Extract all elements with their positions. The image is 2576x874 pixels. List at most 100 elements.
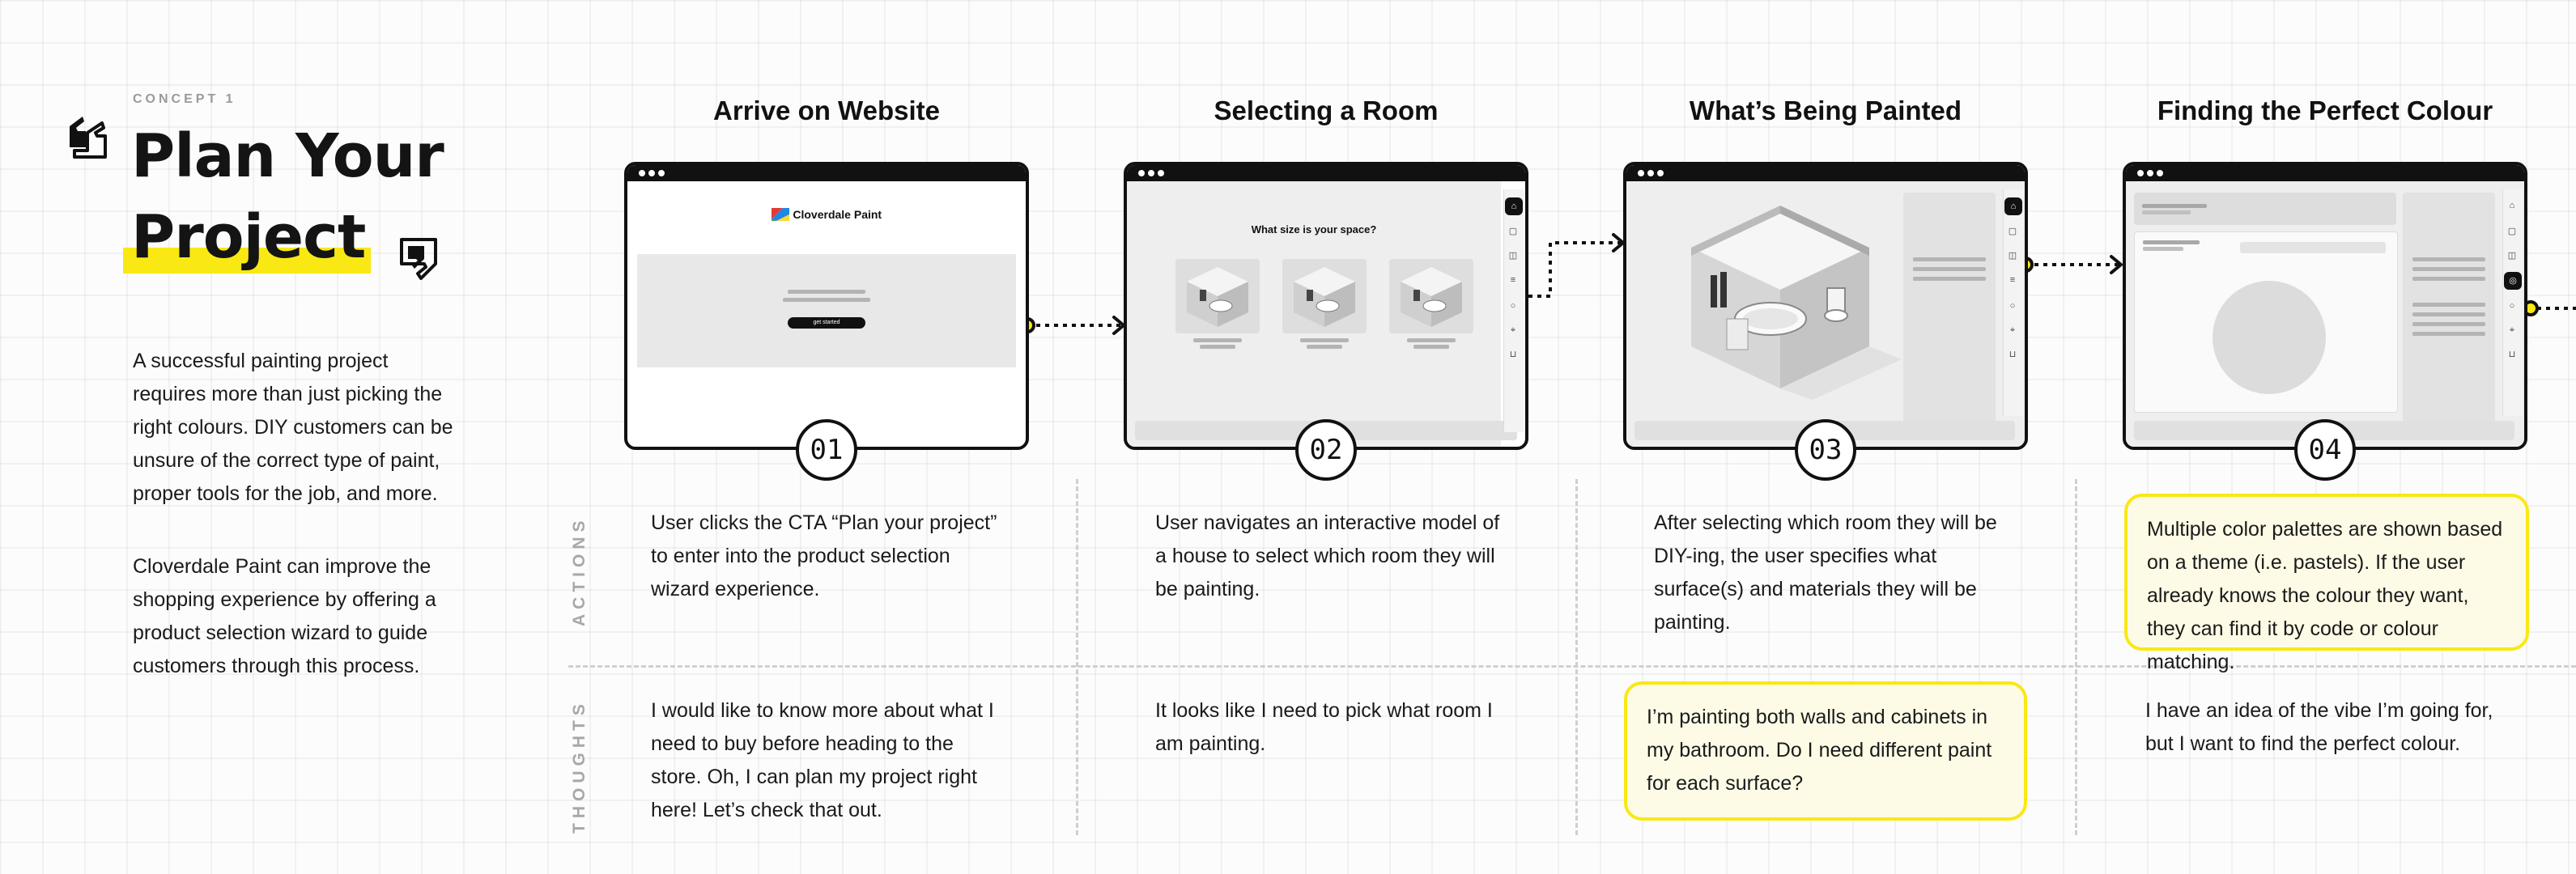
layers-icon[interactable]: ≡	[1510, 275, 1516, 285]
window-dot	[2147, 170, 2153, 176]
step-number-2: 02	[1295, 419, 1357, 481]
placeholder-line	[2412, 303, 2485, 307]
quote-close-icon	[400, 238, 437, 280]
placeholder-line	[783, 298, 870, 302]
placeholder-line	[1200, 345, 1235, 349]
search-field[interactable]	[2240, 242, 2386, 253]
lane-label-thoughts: THOUGHTS	[570, 699, 589, 834]
placeholder-line	[1913, 257, 1986, 261]
bucket-icon[interactable]: ◫	[2507, 251, 2517, 261]
content-area: What size is your space?	[1127, 181, 1517, 447]
step-number-3: 03	[1795, 419, 1856, 481]
drop-icon[interactable]: ○	[1510, 301, 1516, 311]
page-title-line1: Plan Your	[131, 121, 444, 191]
placeholder-line	[2142, 204, 2207, 208]
browser-mockup-2: What size is your space?	[1124, 162, 1528, 450]
palette-list-panel	[2403, 193, 2495, 432]
window-dot	[2137, 170, 2144, 176]
placeholder-line	[2412, 257, 2485, 261]
room-thumbnail-icon	[1294, 267, 1355, 327]
tag-icon[interactable]: ⌖	[1510, 325, 1516, 335]
page-icon[interactable]: ▢	[2008, 227, 2017, 236]
placeholder-line	[1307, 345, 1342, 349]
window-dot	[2157, 170, 2163, 176]
arrowhead-4	[2110, 255, 2123, 274]
brand-header: Cloverdale Paint	[627, 207, 1026, 222]
window-dot	[1657, 170, 1664, 176]
room-card-large[interactable]	[1389, 259, 1473, 333]
brand-name: Cloverdale Paint	[793, 207, 882, 221]
room-card-medium[interactable]	[1282, 259, 1367, 333]
palette-icon[interactable]: ◎	[2504, 272, 2522, 290]
page-icon[interactable]: ▢	[1508, 227, 1518, 236]
window-dot	[1647, 170, 1654, 176]
placeholder-line	[2143, 247, 2183, 251]
column-divider	[1575, 479, 1578, 835]
tool-sidebar: ⌂ ▢ ◫ ◎ ○ ⌖ ⊔	[2502, 189, 2523, 416]
home-icon[interactable]: ⌂	[1505, 197, 1523, 215]
window-dot	[1148, 170, 1154, 176]
step-title-2: Selecting a Room	[1214, 95, 1439, 125]
action-text-3: After selecting which room they will be …	[1654, 511, 1997, 634]
column-divider	[2075, 479, 2077, 835]
drop-icon[interactable]: ○	[2509, 301, 2515, 311]
lane-label-actions: ACTIONS	[570, 515, 589, 627]
page-icon[interactable]: ▢	[2507, 227, 2517, 236]
window-dot	[639, 170, 645, 176]
step-title-4: Finding the Perfect Colour	[2157, 95, 2493, 125]
tag-icon[interactable]: ⌖	[2009, 325, 2016, 335]
placeholder-line	[1413, 345, 1449, 349]
thought-text-3-callout: I’m painting both walls and cabinets in …	[1624, 681, 2027, 821]
browser-titlebar	[1127, 165, 1525, 181]
thought-text-4: I have an idea of the vibe I’m going for…	[2145, 699, 2493, 755]
get-started-button[interactable]: get started	[788, 317, 865, 329]
browser-mockup-3: ⌂ ▢ ◫ ≡ ○ ⌖ ⊔	[1623, 162, 2028, 450]
room-thumbnail-icon	[1401, 267, 1462, 327]
placeholder-line	[1193, 338, 1242, 342]
window-dot	[648, 170, 655, 176]
placeholder-line	[2412, 267, 2485, 271]
cart-icon[interactable]: ⊔	[2508, 350, 2516, 359]
palette-card	[2134, 231, 2398, 413]
step-title-3: What’s Being Painted	[1689, 95, 1962, 125]
home-icon[interactable]: ⌂	[2509, 201, 2515, 210]
placeholder-line	[2412, 277, 2485, 281]
bucket-icon[interactable]: ◫	[1508, 251, 1518, 261]
title-highlight	[123, 248, 371, 274]
bucket-icon[interactable]: ◫	[2008, 251, 2017, 261]
intro-paragraph-1: A successful painting project requires m…	[133, 350, 453, 505]
placeholder-line	[2142, 210, 2191, 214]
thought-text-2: It looks like I need to pick what room I…	[1155, 699, 1493, 755]
intro-paragraph-2: Cloverdale Paint can improve the shoppin…	[133, 555, 436, 677]
placeholder-line	[1300, 338, 1349, 342]
tool-sidebar: ⌂ ▢ ◫ ≡ ○ ⌖ ⊔	[1503, 189, 1524, 432]
browser-titlebar	[2126, 165, 2524, 181]
home-icon[interactable]: ⌂	[2004, 197, 2022, 215]
browser-mockup-4: ⌂ ▢ ◫ ◎ ○ ⌖ ⊔	[2123, 162, 2527, 450]
window-dot	[1158, 170, 1164, 176]
cloverdale-logo-icon	[771, 207, 789, 221]
cart-icon[interactable]: ⊔	[1509, 350, 1517, 359]
window-dot	[1638, 170, 1644, 176]
placeholder-line	[2412, 322, 2485, 326]
arrowhead-3	[1612, 233, 1625, 252]
layers-icon[interactable]: ≡	[2009, 275, 2016, 285]
browser-mockup-1: Cloverdale Paint get started	[624, 162, 1029, 450]
drop-icon[interactable]: ○	[2009, 301, 2016, 311]
tool-sidebar: ⌂ ▢ ◫ ≡ ○ ⌖ ⊔	[2003, 189, 2023, 416]
hero-panel: get started	[637, 254, 1016, 367]
placeholder-line	[1913, 277, 1986, 281]
placeholder-line	[1407, 338, 1456, 342]
tag-icon[interactable]: ⌖	[2509, 325, 2515, 335]
window-dot	[1138, 170, 1145, 176]
placeholder-line	[788, 290, 865, 294]
colour-swatch-circle[interactable]	[2213, 281, 2326, 394]
placeholder-line	[1913, 267, 1986, 271]
placeholder-line	[2143, 240, 2200, 244]
placeholder-line	[2412, 312, 2485, 316]
concept-label: CONCEPT 1	[133, 92, 236, 106]
action-text-1: User clicks the CTA “Plan your project” …	[651, 511, 997, 600]
browser-titlebar	[1626, 165, 2025, 181]
room-card-small[interactable]	[1175, 259, 1260, 333]
cart-icon[interactable]: ⊔	[2009, 350, 2017, 359]
